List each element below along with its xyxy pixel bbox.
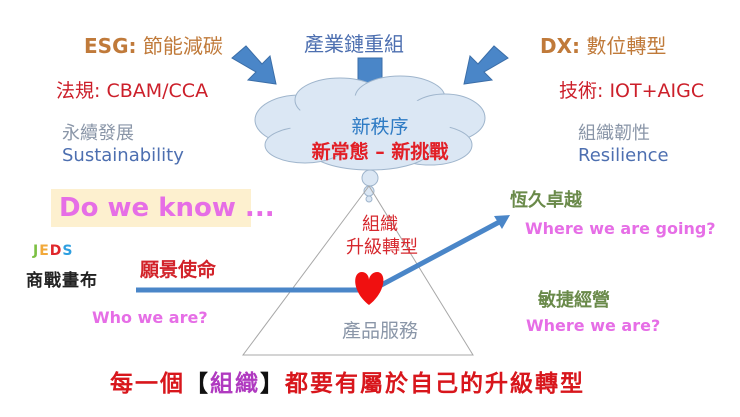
enduring-excellence-label: 恆久卓越 (510, 190, 582, 211)
technology-label: 技術: IOT+AIGC (559, 80, 705, 102)
regulation-label: 法規: CBAM/CCA (56, 80, 209, 102)
dx-label: DX: 數位轉型 (540, 34, 667, 58)
who-we-are-label: Who we are? (92, 308, 208, 327)
cloud-subtitle: 新常態 – 新挑戰 (311, 141, 449, 163)
resilience-en: Resilience (578, 145, 669, 166)
where-going-label: Where we are going? (525, 219, 716, 238)
arrow-left-diagonal (231, 45, 277, 85)
cloud-shape (254, 75, 486, 171)
resilience-cn: 組織韌性 (578, 123, 650, 144)
thought-bubble (361, 169, 379, 187)
cloud-title: 新秩序 (351, 116, 409, 138)
sustainability-cn: 永續發展 (62, 123, 134, 144)
triangle-top-line2: 升級轉型 (346, 237, 418, 258)
triangle-pyramid (242, 185, 474, 356)
thought-bubble (365, 195, 373, 203)
arrow-right-diagonal (463, 45, 509, 85)
growth-path-line (370, 217, 505, 293)
agile-management-label: 敏捷經營 (538, 290, 610, 311)
industry-chain-label: 產業鏈重組 (304, 32, 404, 56)
heart-icon (355, 272, 384, 305)
triangle-base-label: 產品服務 (341, 320, 418, 342)
footer-slogan: 每一個【組織】都要有屬於自己的升級轉型 (110, 370, 585, 397)
logo-subtitle: 商戰畫布 (26, 271, 98, 291)
where-are-label: Where we are? (526, 316, 661, 335)
arrow-head-growth (494, 215, 510, 229)
esg-label: ESG: 節能減碳 (84, 34, 223, 58)
vision-mission-label: 願景使命 (140, 259, 217, 281)
sustainability-en: Sustainability (62, 145, 184, 166)
jeds-logo: JEDS (33, 243, 74, 259)
triangle-top-line1: 組織 (362, 214, 398, 235)
do-we-know-box: Do we know ... (51, 189, 275, 227)
